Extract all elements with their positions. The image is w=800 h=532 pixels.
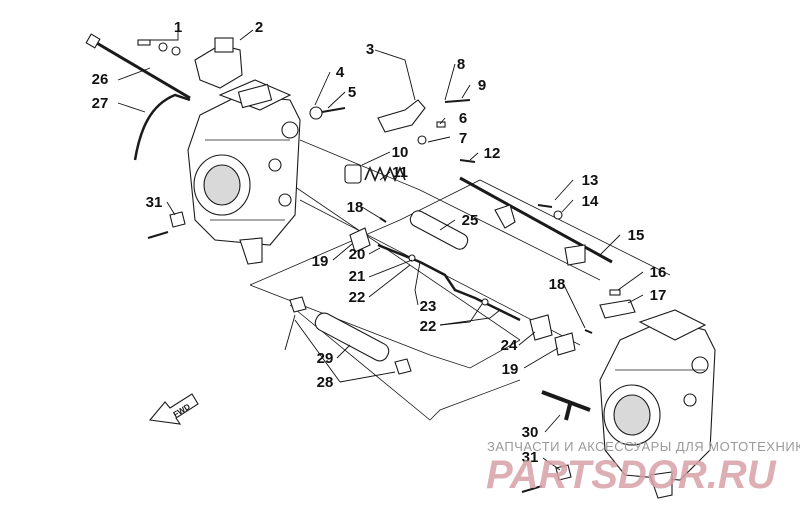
screw-12 — [459, 159, 476, 163]
link-24-19-right — [529, 314, 593, 356]
callout-numbers: 1 2 3 4 5 6 7 8 9 10 11 12 13 14 15 16 1… — [92, 19, 667, 466]
callout-10: 10 — [392, 144, 409, 161]
callout-18-right: 18 — [549, 276, 566, 293]
callout-19-left: 19 — [312, 253, 329, 270]
callout-9: 9 — [478, 77, 486, 94]
callout-27: 27 — [92, 95, 109, 112]
callout-17: 17 — [650, 287, 667, 304]
bracket-16-17 — [599, 289, 636, 319]
long-bolt-26 — [85, 33, 191, 100]
callout-5: 5 — [348, 84, 356, 101]
callout-21: 21 — [349, 268, 366, 285]
fwd-arrow-icon: FWD — [148, 393, 199, 425]
callout-6: 6 — [459, 110, 467, 127]
callout-30: 30 — [522, 424, 539, 441]
callout-3: 3 — [366, 41, 374, 58]
callout-29: 29 — [317, 350, 334, 367]
callout-16: 16 — [650, 264, 667, 281]
callout-31-right: 31 — [522, 449, 539, 466]
callout-19-right: 19 — [502, 361, 519, 378]
screw-13-washer-14 — [537, 204, 563, 220]
callout-4: 4 — [336, 64, 345, 81]
small-screws-6-8-9 — [417, 99, 471, 145]
callout-22-upper: 22 — [349, 289, 366, 306]
callout-1: 1 — [174, 19, 182, 36]
callout-20: 20 — [349, 246, 366, 263]
screw-clip-31-right — [521, 464, 572, 493]
callout-31-left: 31 — [146, 194, 163, 211]
watermark-brand: PARTSDOR.RU — [486, 453, 777, 497]
throttle-bracket-3 — [377, 99, 426, 133]
hose-clamps-28 — [289, 296, 412, 375]
leader-lines — [117, 29, 644, 471]
throttle-shaft-15 — [459, 176, 613, 266]
callout-12: 12 — [484, 145, 501, 162]
callout-8: 8 — [457, 56, 465, 73]
screw-clip-31-left — [147, 211, 186, 239]
callout-11: 11 — [392, 164, 408, 181]
left-carburetor — [187, 79, 301, 265]
hose-29 — [314, 312, 390, 362]
watermark-caption: ЗАПЧАСТИ И АКСЕССУАРЫ ДЛЯ МОТОТЕХНИКИ — [487, 439, 800, 454]
callout-26: 26 — [92, 71, 109, 88]
callout-15: 15 — [628, 227, 645, 244]
sync-rod-21-23 — [377, 243, 521, 322]
callout-2: 2 — [255, 19, 263, 36]
callout-23: 23 — [420, 298, 437, 315]
tee-fitting-30 — [541, 390, 591, 421]
callout-22-lower: 22 — [420, 318, 437, 335]
right-carburetor — [599, 309, 716, 499]
watermark: ЗАПЧАСТИ И АКСЕССУАРЫ ДЛЯ МОТОТЕХНИКИ PA… — [486, 439, 800, 497]
callout-25: 25 — [462, 212, 479, 229]
pivot-screw-4-5 — [309, 106, 346, 120]
callout-24: 24 — [501, 337, 518, 354]
spring-and-bushing-10-11 — [344, 164, 406, 184]
callout-7: 7 — [459, 130, 467, 147]
sleeve-25 — [409, 210, 469, 250]
intake-fitting-2 — [194, 37, 243, 89]
callout-14: 14 — [582, 193, 599, 210]
callout-18-left: 18 — [347, 199, 364, 216]
callout-28: 28 — [317, 374, 334, 391]
screw-washer-set-1 — [137, 39, 181, 56]
link-19-20-left — [349, 217, 387, 253]
vent-hose-27 — [133, 93, 191, 161]
callout-13: 13 — [582, 172, 599, 189]
